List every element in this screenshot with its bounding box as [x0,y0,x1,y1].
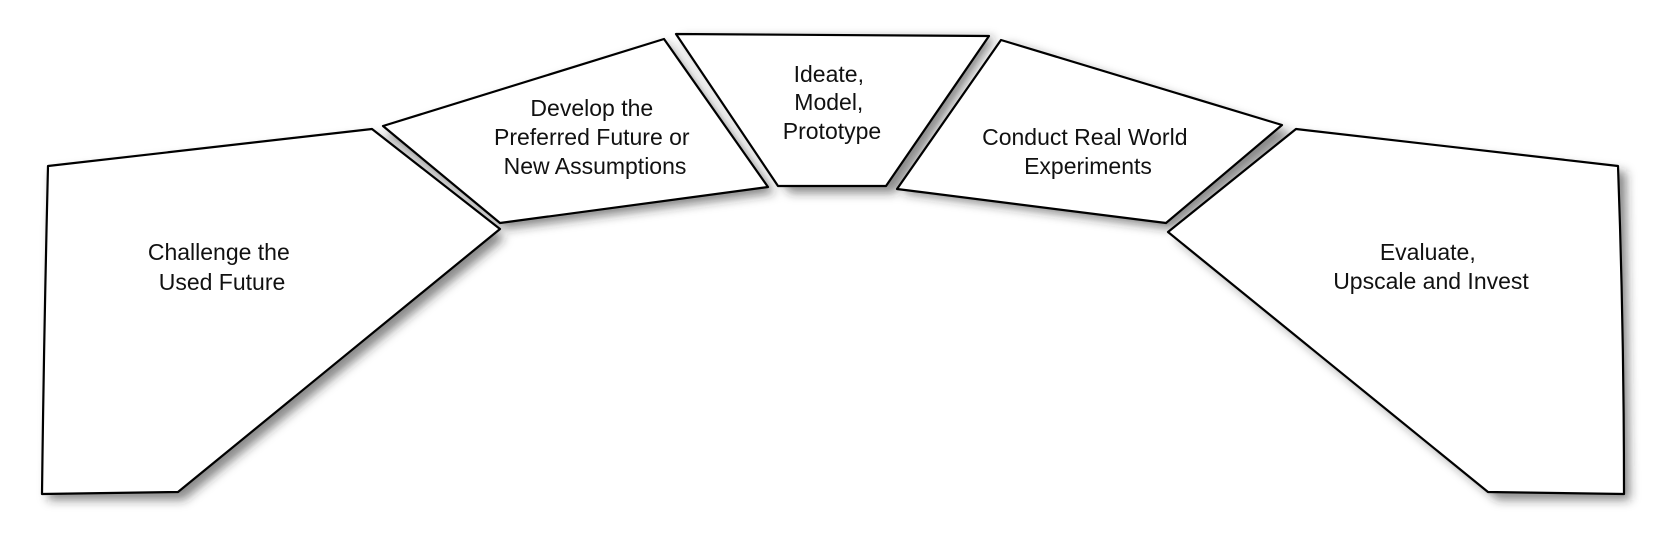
segment-evaluate-shape [1166,127,1626,496]
segment-ideate-shape [674,32,991,188]
segment-challenge-label: Challenge the Used Future [148,239,296,295]
segment-conduct-shape [895,38,1284,225]
segment-develop-label: Develop the Preferred Future or New Assu… [494,95,696,179]
segment-conduct-label: Conduct Real World Experiments [982,124,1194,179]
segment-evaluate-label: Evaluate, Upscale and Invest [1333,239,1529,294]
segment-challenge-shape [40,127,502,496]
segment-ideate-label: Ideate, Model, Prototype [783,61,881,144]
segment-develop: Develop the Preferred Future or New Assu… [381,37,770,225]
segment-ideate: Ideate, Model, Prototype [674,32,991,188]
segment-develop-shape [381,37,770,225]
segment-challenge: Challenge the Used Future [40,127,502,496]
segment-conduct: Conduct Real World Experiments [895,38,1284,225]
segment-evaluate: Evaluate, Upscale and Invest [1166,127,1626,496]
